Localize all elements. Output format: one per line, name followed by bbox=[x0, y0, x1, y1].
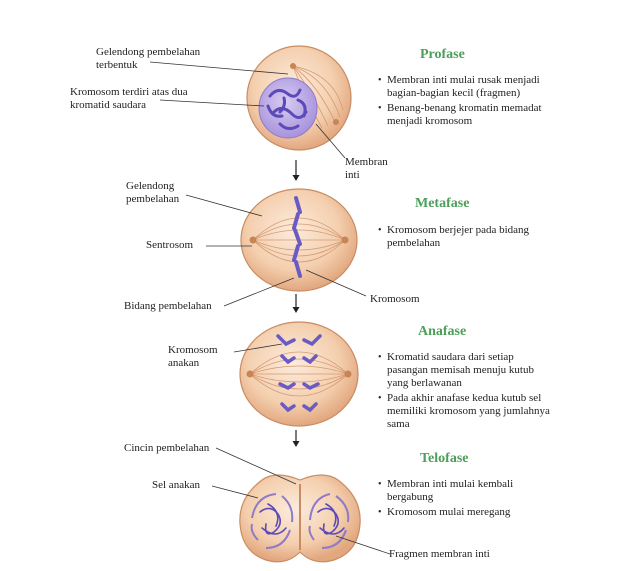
anafase-bullet-2: Pada akhir anafase kedua kutub sel memil… bbox=[378, 392, 588, 431]
telofase-title: Telofase bbox=[420, 451, 469, 466]
metafase-title: Metafase bbox=[415, 196, 470, 211]
label-division-plane: Bidang pembelahan bbox=[124, 300, 212, 312]
metafase-centrosome-left bbox=[249, 236, 257, 244]
metafase-bullet-1: Kromosom berjejer pada bidang pembelahan bbox=[378, 224, 578, 250]
profase-bullet-1: Membran inti mulai rusak menjadi bagian-… bbox=[378, 74, 588, 100]
telofase-membrane-fragments bbox=[250, 493, 350, 549]
label-centrosome: Sentrosom bbox=[146, 239, 194, 251]
profase-centrosome-top bbox=[290, 63, 296, 69]
metafase-centrosome-right bbox=[341, 236, 349, 244]
anafase-centrosome-left bbox=[246, 370, 254, 378]
phase-arrows bbox=[292, 160, 300, 447]
profase-chromosomes bbox=[266, 88, 308, 131]
profase-cell bbox=[246, 45, 352, 151]
telofase-chromatin bbox=[259, 503, 345, 535]
label-spindle-formed: Gelendong pembelahan terbentuk bbox=[96, 46, 201, 71]
metafase-cell bbox=[240, 188, 358, 292]
label-chromosome-two-chromatids: Kromosom terdiri atas dua kromatid sauda… bbox=[70, 86, 188, 111]
telofase-bullets: Membran inti mulai kembali bergabung Kro… bbox=[378, 478, 578, 521]
profase-bullet-2: Benang-benang kromatin memadat menjadi k… bbox=[378, 102, 588, 128]
telofase-cell bbox=[239, 474, 361, 563]
telofase-bullet-1: Membran inti mulai kembali bergabung bbox=[378, 478, 578, 504]
profase-title: Profase bbox=[420, 47, 465, 62]
telofase-bullet-2: Kromosom mulai meregang bbox=[378, 506, 578, 519]
leader-lines bbox=[149, 61, 391, 555]
metafase-chromosomes bbox=[292, 196, 302, 278]
label-cleavage-ring: Cincin pembelahan bbox=[124, 442, 210, 454]
profase-centrosome-bottom bbox=[333, 119, 339, 125]
metafase-bullets: Kromosom berjejer pada bidang pembelahan bbox=[378, 224, 578, 252]
anafase-bullets: Kromatid saudara dari setiap pasangan me… bbox=[378, 351, 588, 433]
label-metafase-chromosome: Kromosom bbox=[370, 293, 420, 305]
label-nuclear-membrane: Membran inti bbox=[345, 156, 388, 181]
label-membrane-fragment: Fragmen membran inti bbox=[389, 548, 490, 560]
label-daughter-cell: Sel anakan bbox=[152, 479, 200, 491]
anafase-spindle bbox=[249, 351, 349, 397]
profase-bullets: Membran inti mulai rusak menjadi bagian-… bbox=[378, 74, 588, 130]
anafase-centrosome-right bbox=[344, 370, 352, 378]
anafase-title: Anafase bbox=[418, 324, 467, 339]
label-daughter-chromosome: Kromosom anakan bbox=[168, 344, 218, 369]
anafase-chromatids bbox=[276, 334, 322, 413]
anafase-cell bbox=[239, 321, 359, 427]
anafase-bullet-1: Kromatid saudara dari setiap pasangan me… bbox=[378, 351, 588, 390]
label-metafase-spindle: Gelendong pembelahan bbox=[126, 180, 180, 205]
